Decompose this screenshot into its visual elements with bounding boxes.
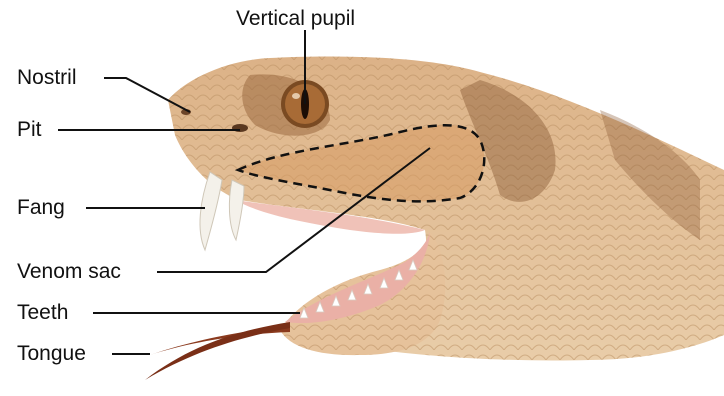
tongue-label: Tongue: [17, 343, 86, 364]
fang-label: Fang: [17, 197, 65, 218]
teeth-label: Teeth: [17, 302, 68, 323]
nostril-label: Nostril: [17, 67, 77, 88]
venom-sac-label: Venom sac: [17, 261, 121, 282]
pit-label: Pit: [17, 119, 42, 140]
vertical-pupil-label: Vertical pupil: [236, 8, 355, 29]
fang: [200, 172, 222, 250]
